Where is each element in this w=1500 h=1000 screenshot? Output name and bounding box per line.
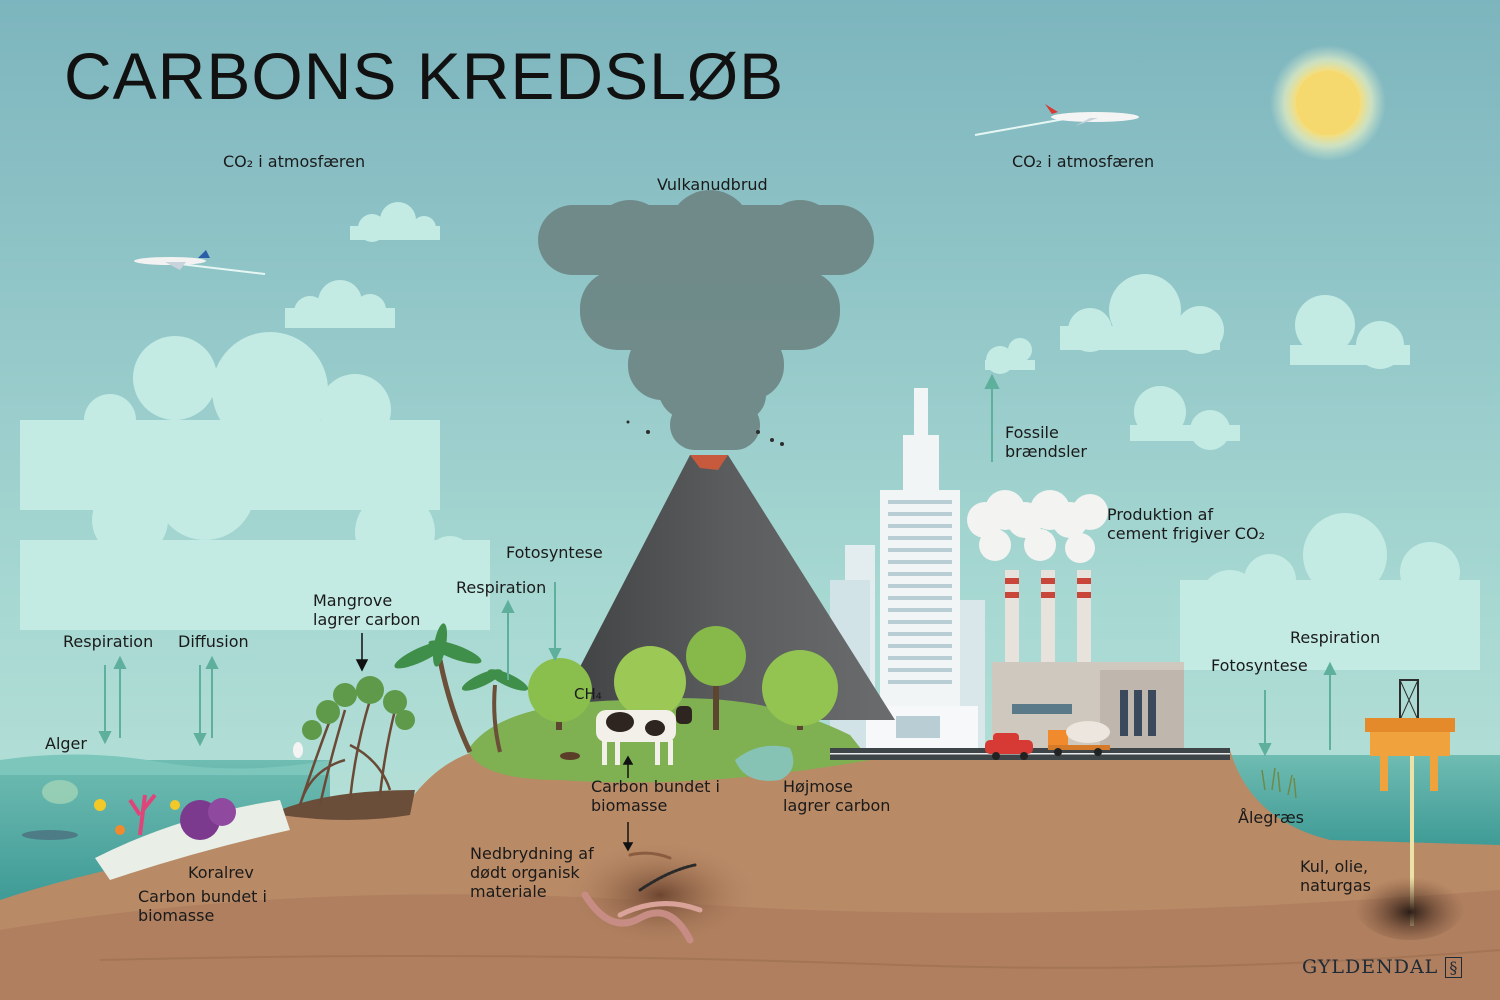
volcano-smoke <box>538 190 874 450</box>
coral-reef <box>22 780 290 880</box>
bog <box>735 745 794 781</box>
label-respiration-sea: Respiration <box>63 632 154 651</box>
pointer-arrows <box>355 633 634 852</box>
trees <box>528 626 838 730</box>
worms <box>581 851 703 944</box>
label-photosynthesis-right: Fotosyntese <box>1211 656 1308 675</box>
label-ch4: CH₄ <box>574 685 602 703</box>
seagrass <box>1261 767 1297 799</box>
fossil-deposit <box>1355 870 1465 940</box>
label-diffusion: Diffusion <box>178 632 249 651</box>
swan-icon: § <box>1445 957 1463 978</box>
process-arrows <box>98 373 1337 757</box>
label-algae: Alger <box>45 734 87 753</box>
label-respiration-land: Respiration <box>456 578 547 597</box>
oil-platform <box>1365 679 1455 926</box>
factory-smoke <box>967 490 1108 563</box>
mangroves <box>280 676 415 820</box>
skyscraper-windows <box>888 500 952 738</box>
label-fossil-deposit: Kul, olie,naturgas <box>1300 857 1371 895</box>
clouds <box>20 202 1480 670</box>
airplane-left <box>134 250 266 275</box>
volcano-ash <box>626 420 784 446</box>
label-volcanic-eruption: Vulkanudbrud <box>657 175 768 194</box>
label-photosynthesis-land: Fotosyntese <box>506 543 603 562</box>
label-co2-atmosphere-left: CO₂ i atmosfæren <box>223 152 366 171</box>
label-coral-reef: Koralrev <box>188 863 254 882</box>
page-title: CARBONS KREDSLØB <box>64 39 785 113</box>
label-respiration-right: Respiration <box>1290 628 1381 647</box>
vehicles <box>985 721 1110 760</box>
label-seagrass: Ålegræs <box>1238 808 1305 827</box>
cow <box>560 706 692 765</box>
label-co2-atmosphere-right: CO₂ i atmosfæren <box>1012 152 1155 171</box>
publisher-logo: GYLDENDAL § <box>1302 956 1463 978</box>
airplane-right <box>974 104 1139 136</box>
